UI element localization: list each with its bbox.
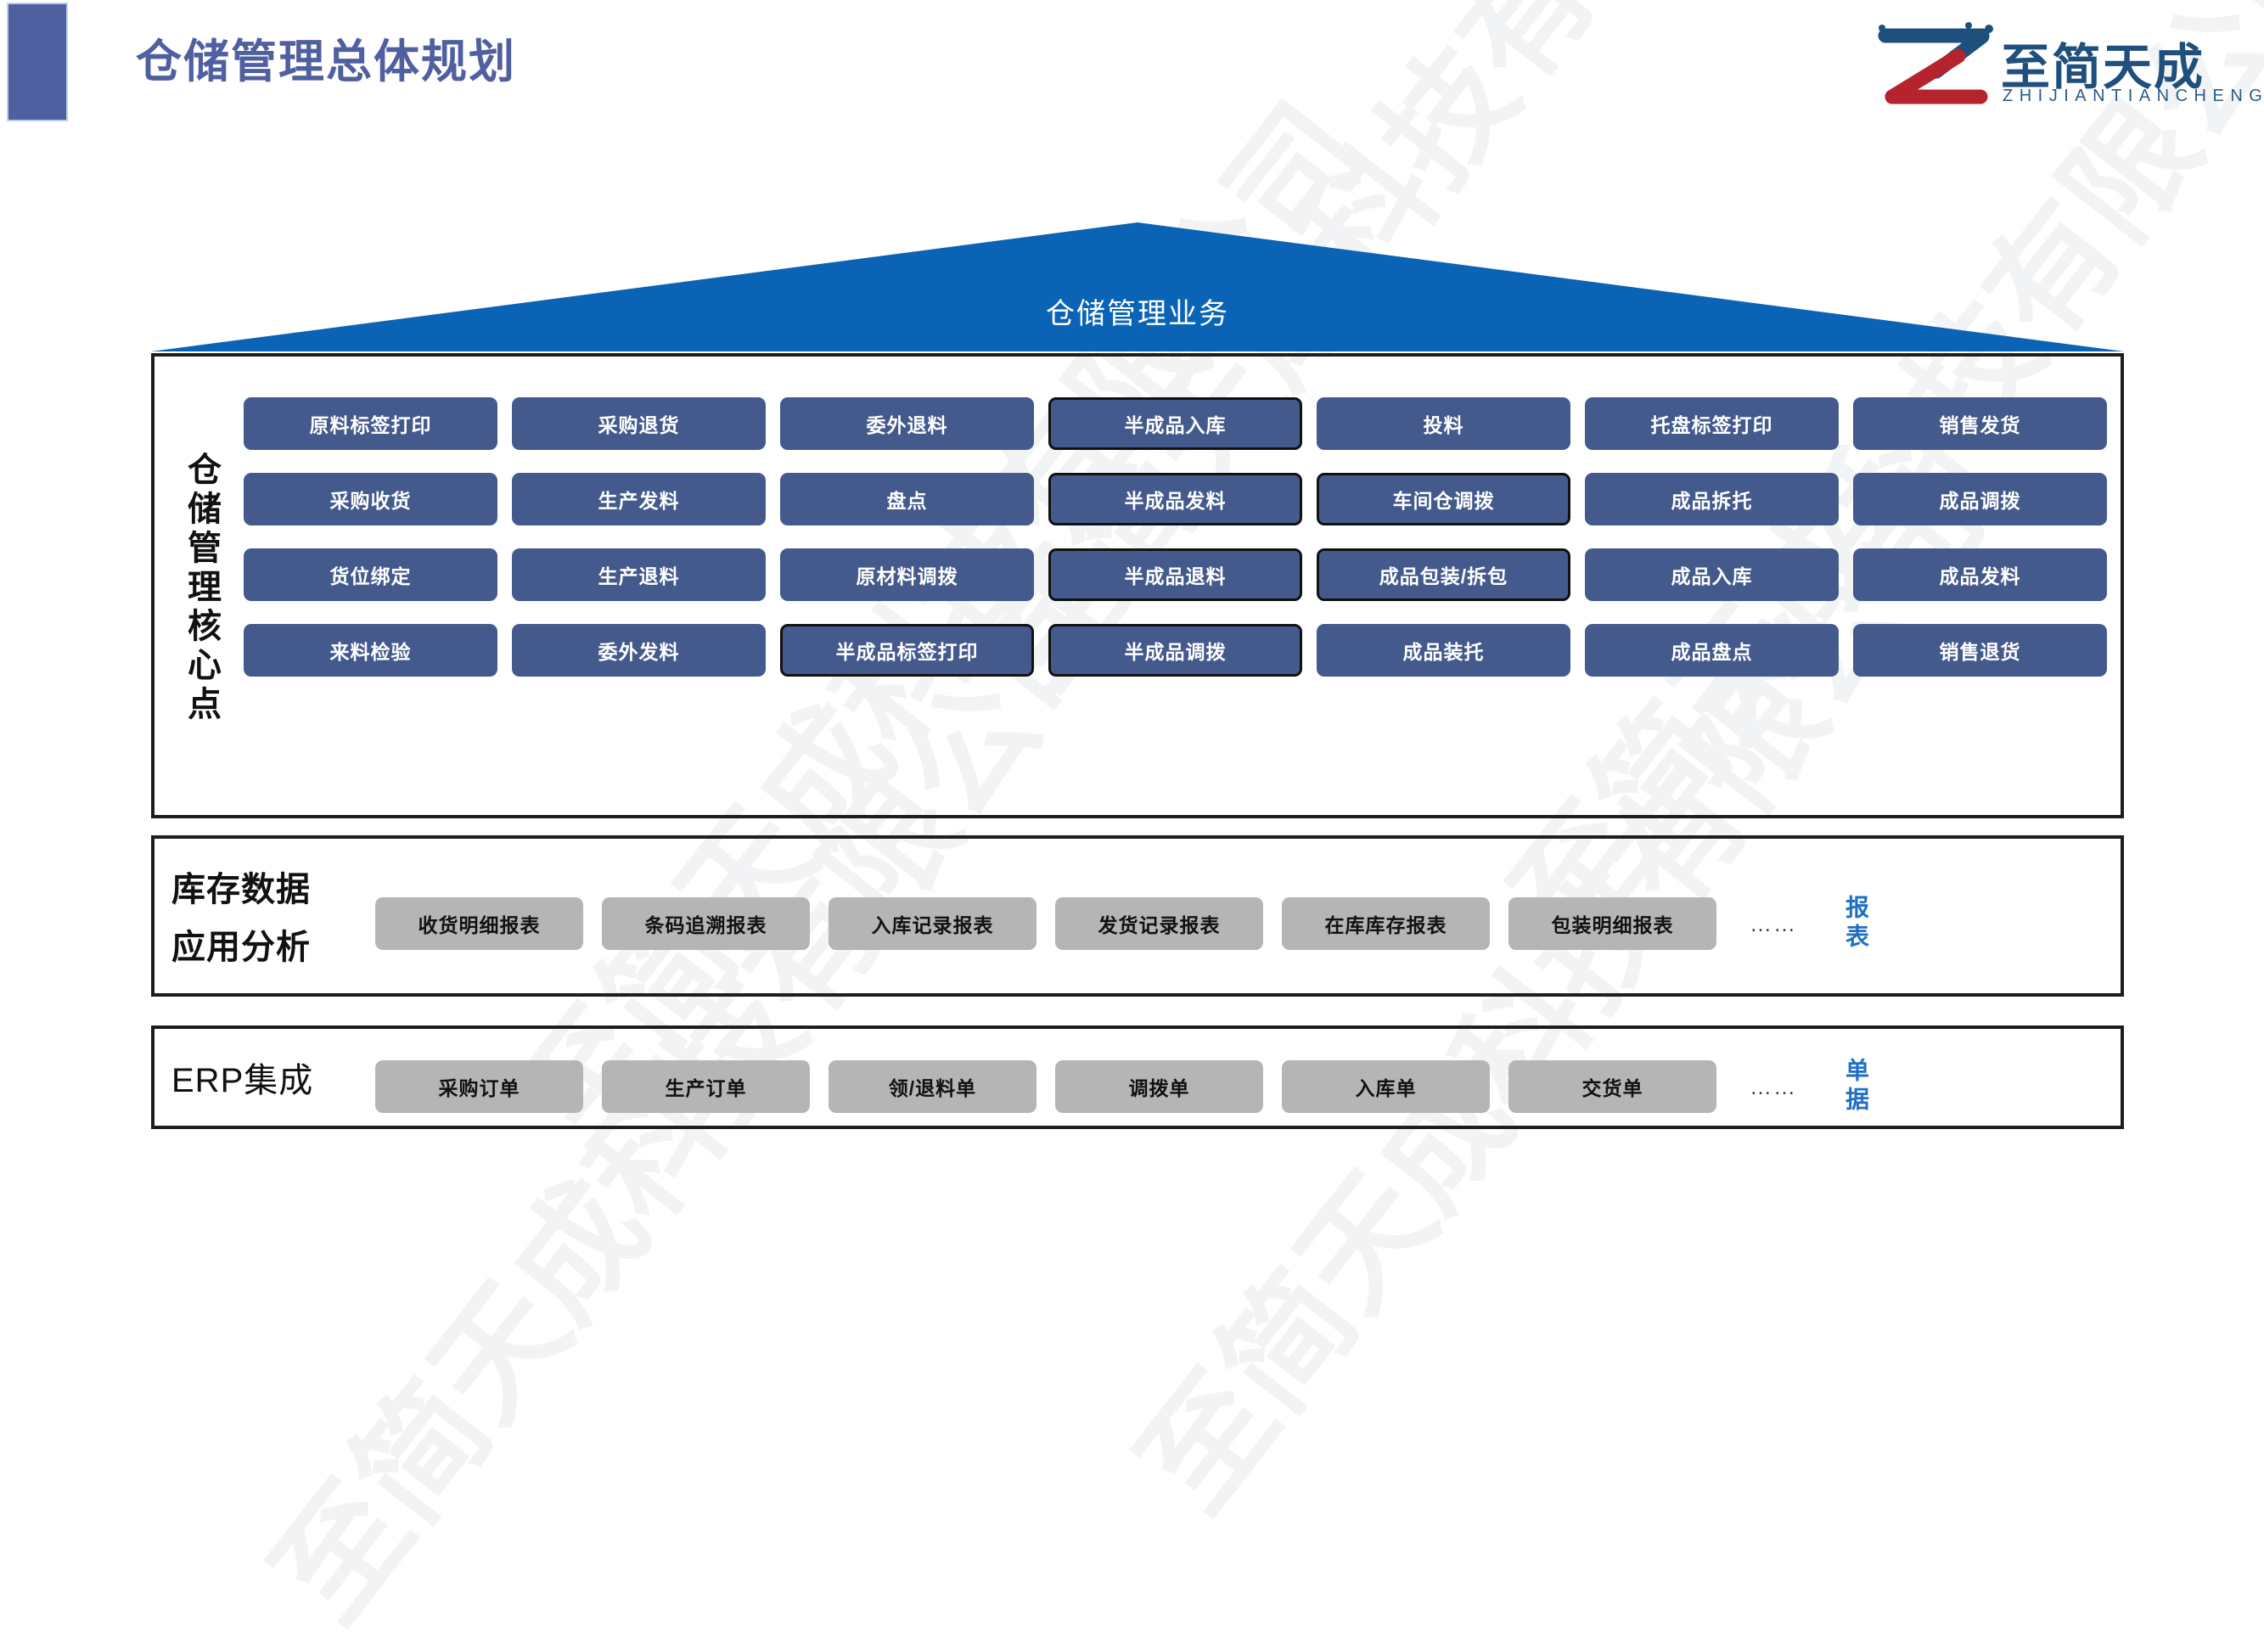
core-capability-box[interactable]: 成品包装/拆包 (1317, 548, 1570, 601)
core-capabilities-row: 货位绑定生产退料原材料调拨半成品退料成品包装/拆包成品入库成品发料 (244, 548, 2107, 601)
reports-ellipsis: …… (1750, 910, 1797, 936)
erp-row: 采购订单生产订单领/退料单调拨单入库单交货单 …… 单据 (375, 1050, 2065, 1123)
report-box[interactable]: 在库库存报表 (1282, 897, 1490, 950)
erp-document-box[interactable]: 调拨单 (1055, 1060, 1263, 1113)
core-capabilities-row: 来料检验委外发料半成品标签打印半成品调拨成品装托成品盘点销售退货 (244, 624, 2107, 677)
core-capability-box[interactable]: 委外退料 (780, 397, 1034, 450)
core-capability-box[interactable]: 成品拆托 (1585, 473, 1839, 525)
brand-logo: 至简天成 ZHIJIANTIANCHENG (1874, 19, 2262, 121)
reports-panel-side-label: 库存数据 应用分析 (171, 861, 350, 976)
core-capability-box[interactable]: 托盘标签打印 (1585, 397, 1839, 450)
report-box[interactable]: 收货明细报表 (375, 897, 583, 950)
core-capability-box[interactable]: 生产退料 (512, 548, 766, 601)
core-capabilities-panel: 仓储管理核心点 原料标签打印采购退货委外退料半成品入库投料托盘标签打印销售发货采… (151, 353, 2124, 818)
page-header: 仓储管理总体规划 至简天成 ZHIJIANTIANCHENG (0, 0, 2264, 127)
logo-name-en: ZHIJIANTIANCHENG (2003, 87, 2264, 105)
logo-z-mark-icon (1878, 22, 1993, 104)
core-capability-box[interactable]: 销售发货 (1853, 397, 2107, 450)
core-capability-box[interactable]: 货位绑定 (244, 548, 497, 601)
reports-side-label-line2: 应用分析 (171, 929, 311, 966)
core-capability-box[interactable]: 生产发料 (512, 473, 766, 525)
erp-tail-label: 单据 (1843, 1058, 1869, 1115)
core-capability-box[interactable]: 原料标签打印 (244, 397, 497, 450)
erp-ellipsis: …… (1750, 1073, 1797, 1099)
reports-row: 收货明细报表条码追溯报表入库记录报表发货记录报表在库库存报表包装明细报表 …… 报表 (375, 887, 2065, 960)
erp-panel-side-label: ERP集成 (171, 1062, 314, 1099)
core-capability-box[interactable]: 成品发料 (1853, 548, 2107, 601)
core-capability-box[interactable]: 成品盘点 (1585, 624, 1839, 677)
core-capability-box[interactable]: 采购收货 (244, 473, 497, 525)
title-accent-block (7, 3, 68, 121)
core-capability-box[interactable]: 成品装托 (1317, 624, 1570, 677)
reports-side-label-line1: 库存数据 (171, 871, 311, 908)
core-capability-box[interactable]: 半成品发料 (1048, 473, 1302, 525)
core-capability-box[interactable]: 采购退货 (512, 397, 766, 450)
roof-triangle-shape (151, 222, 2124, 351)
reports-tail-label: 报表 (1843, 895, 1869, 952)
core-capability-box[interactable]: 来料检验 (244, 624, 497, 677)
core-capability-box[interactable]: 销售退货 (1853, 624, 2107, 677)
reports-panel: 库存数据 应用分析 收货明细报表条码追溯报表入库记录报表发货记录报表在库库存报表… (151, 835, 2124, 997)
core-capabilities-row: 原料标签打印采购退货委外退料半成品入库投料托盘标签打印销售发货 (244, 397, 2107, 450)
erp-document-box[interactable]: 采购订单 (375, 1060, 583, 1113)
core-panel-side-label: 仓储管理核心点 (183, 452, 220, 725)
core-capability-box[interactable]: 半成品标签打印 (780, 624, 1034, 677)
core-capability-box[interactable]: 投料 (1317, 397, 1570, 450)
core-capability-box[interactable]: 成品调拨 (1853, 473, 2107, 525)
erp-document-box[interactable]: 入库单 (1282, 1060, 1490, 1113)
erp-integration-panel: ERP集成 采购订单生产订单领/退料单调拨单入库单交货单 …… 单据 (151, 1025, 2124, 1129)
core-capability-box[interactable]: 委外发料 (512, 624, 766, 677)
core-capability-box[interactable]: 半成品调拨 (1048, 624, 1302, 677)
core-capabilities-row: 采购收货生产发料盘点半成品发料车间仓调拨成品拆托成品调拨 (244, 473, 2107, 525)
core-capability-box[interactable]: 原材料调拨 (780, 548, 1034, 601)
erp-document-box[interactable]: 交货单 (1508, 1060, 1716, 1113)
core-capability-box[interactable]: 盘点 (780, 473, 1034, 525)
report-box[interactable]: 发货记录报表 (1055, 897, 1263, 950)
roof-banner: 仓储管理业务 (151, 222, 2124, 354)
core-capability-box[interactable]: 半成品入库 (1048, 397, 1302, 450)
core-capabilities-grid: 原料标签打印采购退货委外退料半成品入库投料托盘标签打印销售发货采购收货生产发料盘… (244, 397, 2107, 677)
core-capability-box[interactable]: 车间仓调拨 (1317, 473, 1570, 525)
report-box[interactable]: 入库记录报表 (829, 897, 1036, 950)
erp-document-box[interactable]: 生产订单 (602, 1060, 810, 1113)
report-box[interactable]: 条码追溯报表 (602, 897, 810, 950)
report-box[interactable]: 包装明细报表 (1508, 897, 1716, 950)
core-capability-box[interactable]: 成品入库 (1585, 548, 1839, 601)
page-title: 仓储管理总体规划 (136, 37, 516, 87)
logo-name-cn: 至简天成 (2001, 40, 2205, 95)
erp-document-box[interactable]: 领/退料单 (829, 1060, 1036, 1113)
core-capability-box[interactable]: 半成品退料 (1048, 548, 1302, 601)
